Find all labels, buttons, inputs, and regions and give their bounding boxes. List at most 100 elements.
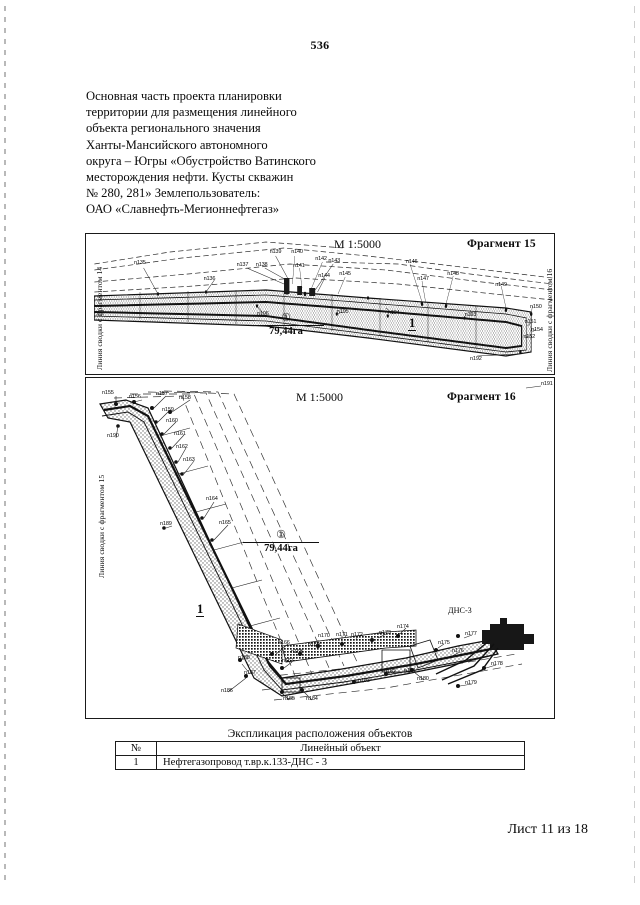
pipeline-axis (94, 300, 523, 350)
dns-3-label: ДНС-3 (448, 606, 472, 615)
point-label-n164: n164 (206, 496, 218, 502)
point-label-n196: n196 (257, 311, 269, 317)
point-label-n163: n163 (183, 457, 195, 463)
area-marker-circled-one: ① (281, 312, 291, 324)
point-label-n149: n149 (495, 282, 507, 288)
point-label-n186: n186 (221, 688, 233, 694)
point-label-n145: n145 (339, 271, 351, 277)
point-label-n183: n183 (358, 678, 370, 684)
point-label-n143: n143 (328, 258, 341, 264)
scan-artifact-left (4, 6, 6, 886)
point-label-n191: n191 (541, 381, 553, 387)
point-label-n178: n178 (491, 661, 503, 667)
fragment-15-object-number: 1 (408, 316, 417, 331)
point-label-n170: n170 (318, 633, 330, 639)
header-line: Основная часть проекта планировки (86, 89, 282, 103)
header-line: объекта регионального значения (86, 121, 261, 136)
fragment-16-left-edge-label: Линия сводки с фрагментом 15 (97, 474, 106, 578)
point-label-n154: n154 (531, 327, 543, 333)
area-divider (248, 325, 324, 327)
point-label-n165: n165 (219, 520, 231, 526)
point-label-n160: n160 (166, 418, 178, 424)
point-label-n176: n176 (452, 648, 464, 654)
document-header: Основная часть проекта планировки террит… (86, 88, 416, 218)
fragment-15-scale: М 1:5000 (334, 237, 382, 251)
point-label-n189: n189 (160, 521, 172, 527)
point-label-n150: n150 (530, 304, 542, 310)
fragment-16-drawing (99, 385, 542, 701)
point-label-n175: n175 (438, 640, 450, 646)
header-line: территории для размещения линейного (86, 105, 297, 120)
sheet-footer: Лист 11 из 18 (507, 822, 588, 837)
pipeline-axis (103, 404, 497, 686)
map-fragment-16: М 1:5000 Фрагмент 16 Линия сводки с фраг… (85, 377, 555, 719)
point-label-n182: n182 (384, 669, 396, 675)
point-label-n171: n171 (336, 632, 348, 638)
point-label-n158: n158 (179, 395, 191, 401)
area-marker-circled-one: ① (276, 529, 286, 541)
explication-title: Экспликация расположения объектов (227, 727, 413, 740)
point-label-n157: n157 (156, 391, 168, 397)
point-label-n155: n155 (102, 390, 114, 396)
point-label-n147: n147 (417, 276, 429, 282)
fragment-16-area-tag: ① 79,44га (243, 530, 319, 555)
point-label-n169: n169 (308, 642, 320, 648)
point-label-n151: n151 (524, 319, 537, 325)
point-label-n162: n162 (176, 444, 188, 450)
point-label-n195: n195 (336, 309, 349, 315)
area-divider (243, 542, 319, 544)
point-label-n188: n188 (238, 655, 250, 661)
page-number: 536 (310, 38, 330, 52)
point-label-n184: n184 (306, 696, 318, 702)
point-label-n180: n180 (417, 676, 429, 682)
point-label-n172: n172 (351, 632, 363, 638)
point-label-n190: n190 (107, 433, 119, 439)
point-label-n179: n179 (465, 680, 477, 686)
point-label-n136: n136 (203, 276, 216, 282)
point-label-n174: n174 (397, 624, 409, 630)
point-label-n140: n140 (291, 249, 303, 255)
header-line: месторождения нефти. Кусты скважин (86, 170, 294, 185)
fragment-15-left-edge-label: Линия сводки с фрагментом 14 (95, 266, 104, 370)
point-label-n146: n146 (405, 259, 418, 265)
point-label-n144: n144 (318, 273, 330, 279)
dense-structures (281, 629, 417, 663)
point-label-n181: n181 (404, 668, 416, 674)
area-value: 79,44га (264, 543, 298, 555)
point-label-n192: n192 (470, 356, 482, 362)
column-header-no: № (115, 741, 157, 756)
point-label-n138: n138 (255, 262, 268, 268)
fragment-15-right-edge-label: Линия сводки с фрагментом 16 (545, 268, 554, 372)
cell-no: 1 (115, 755, 157, 770)
fragment-16-title: Фрагмент 16 (447, 391, 516, 403)
point-label-n159: n159 (162, 407, 174, 413)
header-line: Ханты-Мансийского автономного (86, 137, 268, 152)
point-label-n152: n152 (523, 334, 536, 340)
fragment-16-scale: М 1:5000 (296, 390, 344, 404)
point-label-n137: n137 (236, 262, 249, 268)
point-label-n177: n177 (465, 631, 477, 637)
point-label-n185: n185 (283, 696, 295, 702)
dns-3-facility (482, 618, 534, 650)
cell-object: Нефтегазопровод т.вр.к.133-ДНС - 3 (156, 755, 525, 770)
point-label-n139: n139 (269, 249, 282, 255)
point-label-n148: n148 (447, 271, 459, 277)
header-line: № 280, 281» Землепользователь: (86, 186, 261, 201)
point-label-n166: n166 (278, 640, 290, 646)
column-header-object: Линейный объект (156, 741, 525, 756)
point-label-n142: n142 (315, 256, 327, 262)
point-label-n141: n141 (293, 263, 305, 269)
point-label-n173: n173 (379, 630, 391, 636)
point-label-n135: n135 (134, 260, 146, 266)
header-line: ОАО «Славнефть-Мегионнефтегаз» (86, 202, 280, 217)
header-line: округа – Югры «Обустройство Ватинского (86, 153, 316, 168)
fragment-15-area-tag: ① 79,44га (248, 313, 324, 338)
fragment-16-object-number: 1 (196, 602, 205, 617)
point-label-n187: n187 (244, 670, 256, 676)
point-label-n167: n167 (282, 658, 294, 664)
area-value: 79,44га (269, 326, 303, 338)
point-label-n193: n193 (464, 312, 477, 318)
